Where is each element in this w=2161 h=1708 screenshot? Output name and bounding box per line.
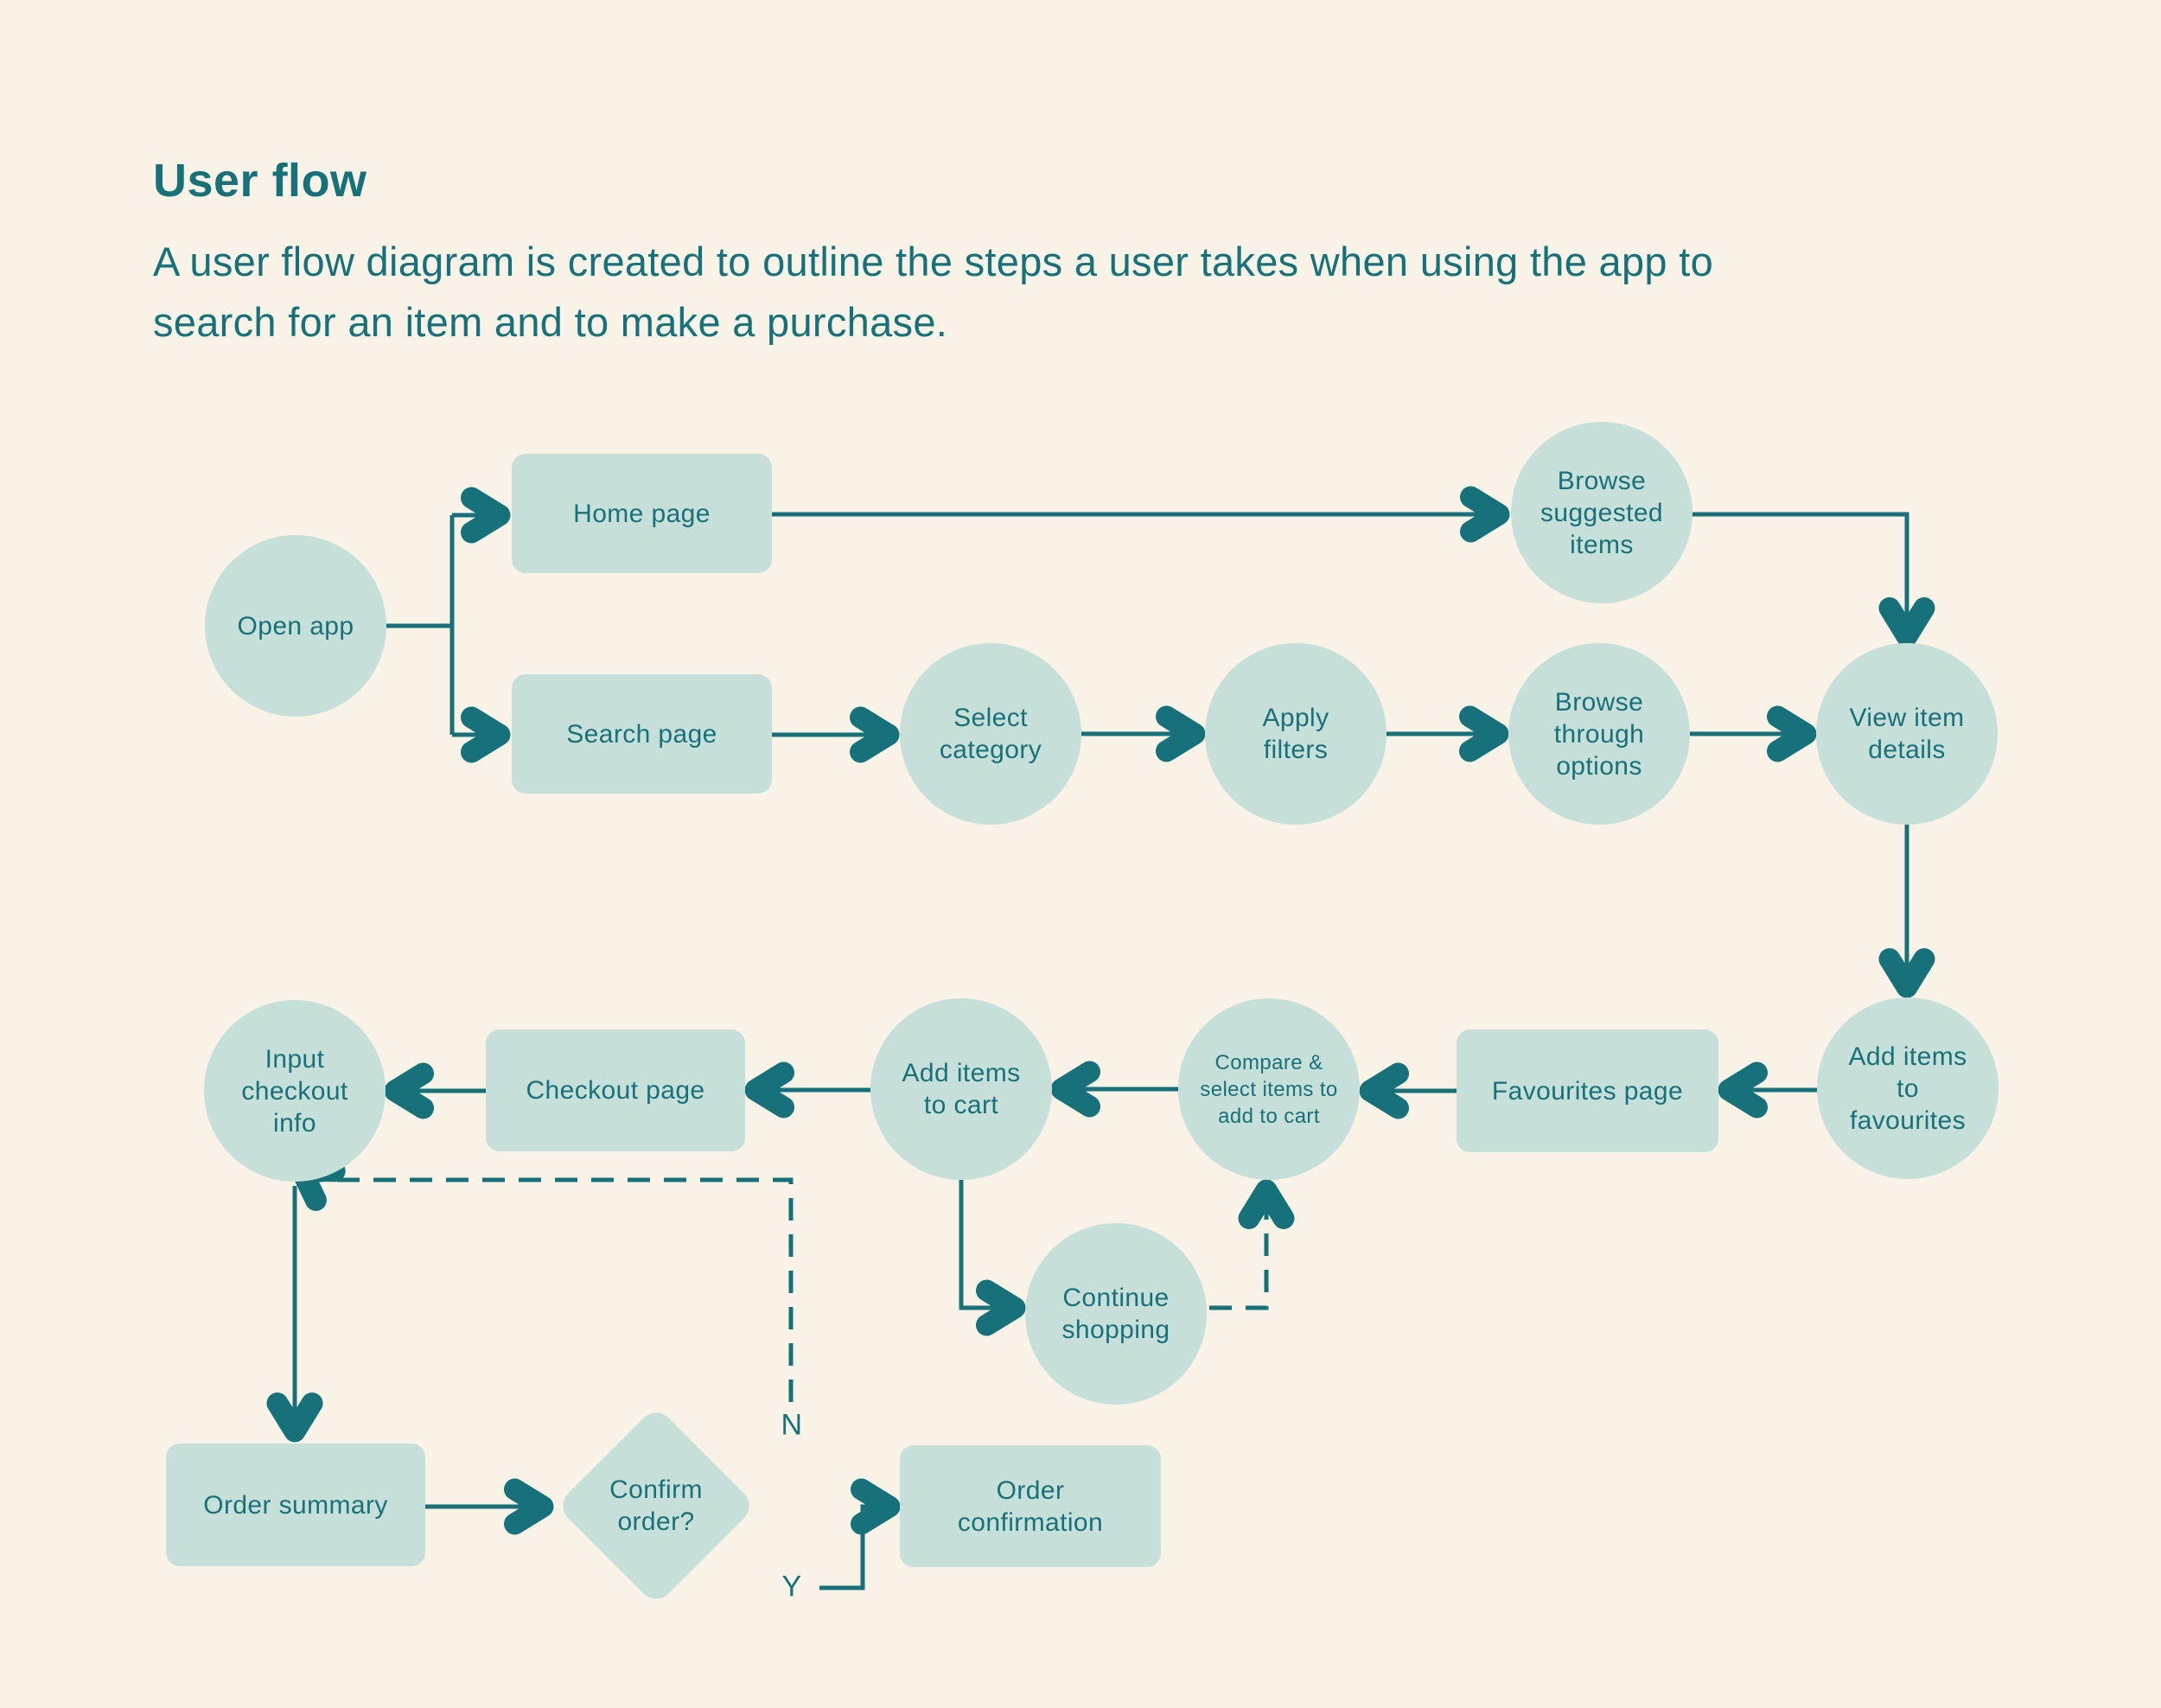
node-continue-shopping-label: Continue shopping (1061, 1284, 1170, 1344)
connector-openapp-split (386, 515, 455, 735)
node-apply-filters-label: Apply filters (1262, 704, 1329, 764)
connector-continueshopping-compare-dashed (1209, 1179, 1295, 1310)
node-favourites-page-label: Favourites page (1491, 1076, 1684, 1106)
node-search-page-label: Search page (566, 719, 717, 749)
connector-browsesuggested-viewitem (1692, 512, 1935, 647)
branch-label-yes: Y (781, 1570, 802, 1603)
node-view-item-details: View item details (1816, 643, 1998, 825)
node-browse-suggested-items-label: Browse suggested items (1539, 466, 1664, 559)
connector-addcart-continueshopping (959, 1178, 1026, 1336)
page-description-line1: A user flow diagram is created to outlin… (153, 239, 1714, 284)
node-home-page: Home page (512, 454, 772, 573)
node-home-page-label: Home page (573, 499, 711, 528)
node-view-item-details-label: View item details (1849, 704, 1965, 764)
node-browse-through-options: Browse through options (1508, 643, 1690, 825)
page-title: User flow (153, 155, 367, 207)
page-description: A user flow diagram is created to outlin… (153, 232, 1713, 353)
page-description-line2: search for an item and to make a purchas… (153, 299, 948, 345)
node-add-items-to-favourites-label: Add items to favourites (1848, 1042, 1967, 1135)
node-order-confirmation: Order confirmation (900, 1445, 1161, 1567)
branch-label-no: N (781, 1408, 803, 1442)
connector-no-inputinfo-dashed (290, 1159, 794, 1402)
node-add-items-to-cart: Add items to cart (870, 998, 1052, 1180)
node-order-summary-label: Order summary (203, 1490, 388, 1520)
node-order-confirmation-label: Order confirmation (957, 1475, 1104, 1537)
node-confirm-order-label: Confirm order? (609, 1475, 703, 1536)
node-add-items-to-cart-label: Add items to cart (902, 1059, 1021, 1119)
node-open-app-label: Open app (237, 611, 354, 640)
node-select-category-label: Select category (939, 704, 1042, 764)
node-open-app: Open app (205, 535, 386, 717)
node-checkout-page: Checkout page (486, 1029, 745, 1151)
node-add-items-to-favourites: Add items to favourites (1817, 997, 1998, 1179)
node-compare-select-items-label: Compare & select items to add to cart (1200, 1050, 1338, 1128)
node-input-checkout-info-label: Input checkout info (241, 1044, 348, 1138)
connector-yes-orderconfirmation (819, 1478, 901, 1590)
node-browse-through-options-label: Browse through options (1553, 687, 1645, 781)
node-search-page: Search page (512, 674, 772, 793)
node-compare-select-items: Compare & select items to add to cart (1178, 998, 1360, 1180)
node-input-checkout-info: Input checkout info (204, 1000, 386, 1182)
node-favourites-page: Favourites page (1457, 1029, 1718, 1152)
node-browse-suggested-items: Browse suggested items (1511, 422, 1692, 603)
node-order-summary: Order summary (166, 1444, 425, 1566)
node-select-category: Select category (900, 643, 1081, 825)
node-continue-shopping: Continue shopping (1025, 1223, 1207, 1405)
node-apply-filters: Apply filters (1205, 643, 1386, 825)
node-checkout-page-label: Checkout page (526, 1076, 705, 1105)
